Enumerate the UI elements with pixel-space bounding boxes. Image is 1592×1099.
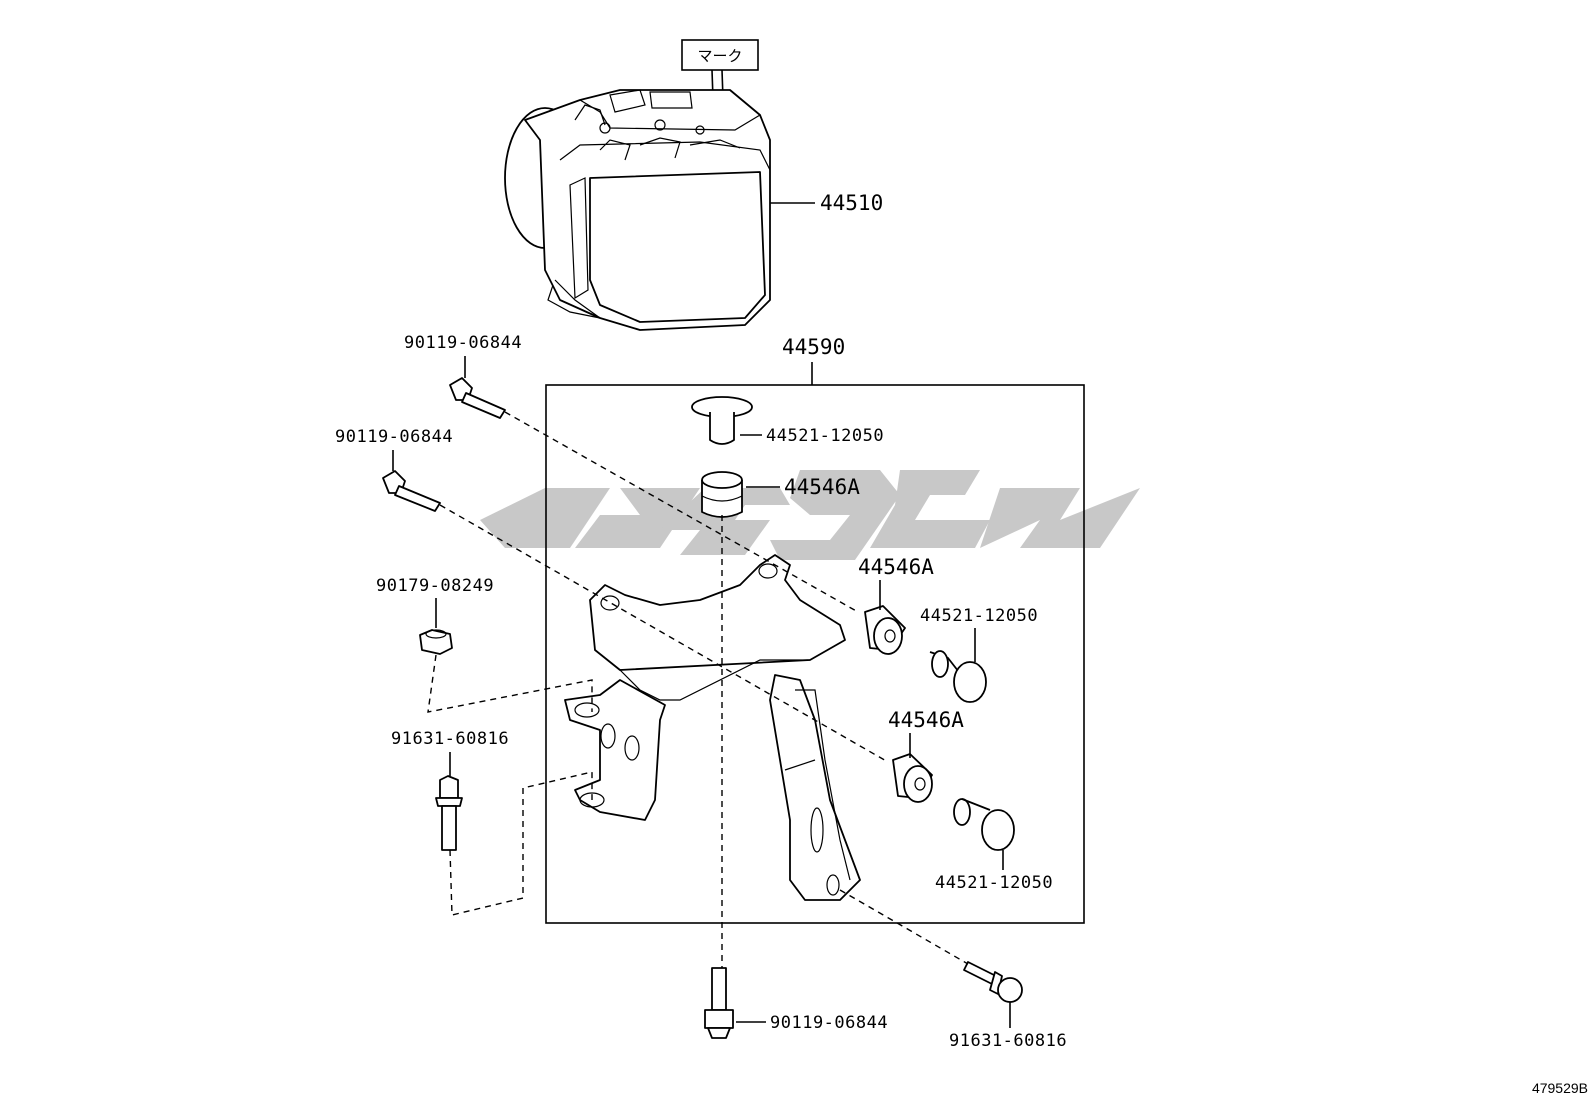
bolt-upper-2-drawing — [382, 470, 441, 512]
collar-top-label: 44521-12050 — [766, 426, 884, 446]
collar-top-drawing — [691, 396, 753, 445]
bolt-upper-2-label: 90119-06844 — [335, 427, 453, 447]
abs-actuator-label: 44510 — [820, 191, 883, 215]
cushion-mid-label: 44546A — [858, 555, 934, 579]
cushion-top-label: 44546A — [784, 475, 860, 499]
collar-mid-drawing — [929, 650, 987, 703]
collar-mid-label: 44521-12050 — [920, 606, 1038, 626]
abs-actuator-drawing — [504, 89, 771, 331]
mark-box — [681, 39, 759, 71]
assembly-guide-lines — [427, 411, 969, 968]
cushion-mid-drawing — [864, 605, 906, 655]
bolt-upper-1-drawing — [449, 377, 506, 419]
bolt-flange-right-drawing — [963, 961, 1023, 1003]
bolt-flange-left-drawing — [435, 775, 463, 851]
nut-label: 90179-08249 — [376, 576, 494, 596]
bolt-upper-1-label: 90119-06844 — [404, 333, 522, 353]
bracket-assembly-label: 44590 — [782, 335, 845, 359]
bolt-flange-left-label: 91631-60816 — [391, 729, 509, 749]
drawing-id: 479529B — [1532, 1080, 1588, 1096]
cushion-low-drawing — [892, 753, 933, 803]
bracket-drawing — [564, 554, 861, 901]
cushion-low-label: 44546A — [888, 708, 964, 732]
nut-drawing — [419, 629, 453, 655]
bolt-bottom-drawing — [704, 967, 734, 1039]
bolt-flange-right-label: 91631-60816 — [949, 1031, 1067, 1051]
collar-low-label: 44521-12050 — [935, 873, 1053, 893]
mark-label: マーク — [697, 47, 742, 65]
cushion-top-drawing — [701, 471, 743, 518]
watermark-logo — [480, 470, 1140, 560]
bolt-bottom-label: 90119-06844 — [770, 1013, 888, 1033]
collar-low-drawing — [953, 798, 1015, 851]
bracket-assembly-box — [545, 384, 1085, 924]
